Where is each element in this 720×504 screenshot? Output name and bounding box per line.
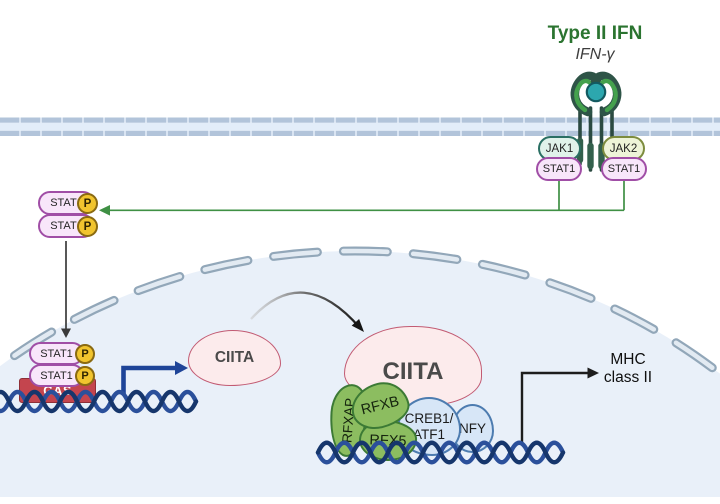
stat1-receptor-left: STAT1 [536, 157, 582, 181]
phosphate-badge: P [75, 344, 95, 364]
phosphate-badge: P [77, 216, 98, 237]
arrowhead-left-icon [99, 205, 110, 216]
jak2-protein: JAK2 [602, 136, 645, 161]
mhc-class-ii-label: MHC class II [603, 350, 653, 386]
pathway-subtitle: IFN-γ [575, 46, 615, 63]
phosphate-badge: P [75, 366, 95, 386]
atf1-label: ATF1 [412, 426, 445, 442]
mhc-transcription-arrow [520, 367, 599, 442]
phosphate-badge: P [77, 193, 98, 214]
arrowhead-right-icon [587, 367, 599, 379]
ciita-protein: CIITA [188, 330, 281, 386]
arrowhead-down-icon [61, 328, 71, 338]
ciita-transcription-arrow [121, 361, 188, 394]
plasma-membrane [0, 117, 720, 136]
pathway-title: Type II IFN [547, 23, 643, 44]
ifn-gamma-ligand-icon [585, 81, 607, 103]
stat1-receptor-right: STAT1 [601, 157, 647, 181]
nuclear-import-arrow [61, 241, 71, 338]
creb1-label: CREB1/ [404, 410, 454, 426]
stat1-activation-arrow [99, 181, 625, 216]
arrowhead-right-icon [175, 361, 188, 375]
